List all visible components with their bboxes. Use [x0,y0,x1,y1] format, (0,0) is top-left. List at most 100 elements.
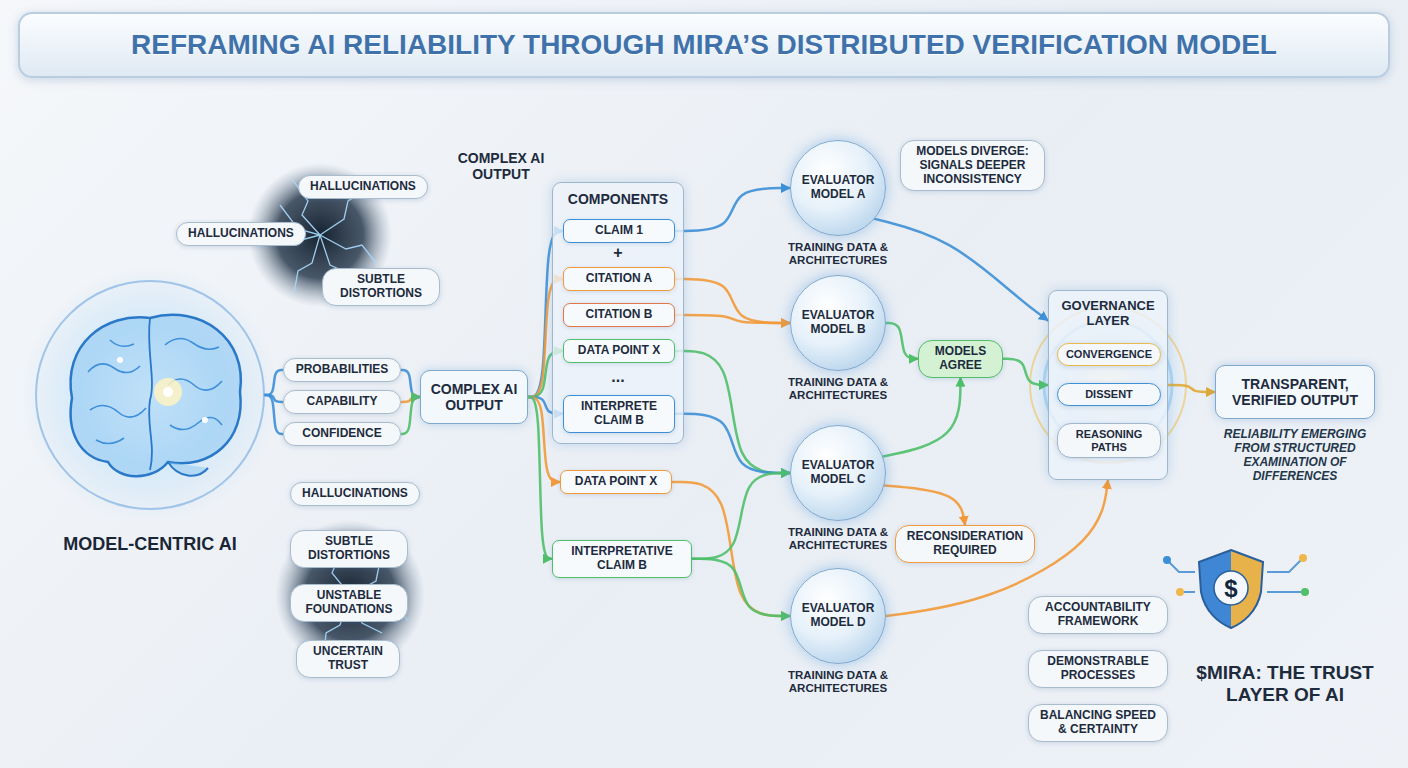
node-text: HALLUCINATIONS [187,227,295,241]
callout-pill: MODELS AGREE [918,340,1003,378]
issue-pill: SUBTLE DISTORTIONS [322,268,440,306]
node-text: EVALUATOR MODEL B [795,309,881,337]
brain-cerebellum [168,462,208,476]
caption-text: TRAINING DATA & ARCHITECTURES [768,526,908,552]
node-text: INTERPRETATIVE CLAIM B [561,545,683,573]
node-text: DISSENT [1064,388,1154,401]
connector [886,323,918,359]
principle-pill: BALANCING SPEED & CERTAINTY [1028,704,1168,742]
component-chip: DATA POINT X [560,470,672,494]
issue-pill: HALLUCINATIONS [290,482,420,506]
node-text: SUBTLE DISTORTIONS [301,535,397,563]
node-text: TRANSPARENT, VERIFIED OUTPUT [1224,376,1366,408]
brand-tagline: $MIRA: THE TRUST LAYER OF AI [1170,662,1400,706]
component-chip: CLAIM 1 [563,219,675,243]
connector [265,370,283,395]
evaluator-circle: EVALUATOR MODEL BTRAINING DATA & ARCHITE… [790,275,886,371]
section-label: COMPLEX AI OUTPUT [455,150,547,182]
node-text: SUBTLE DISTORTIONS [333,273,429,301]
circuit-line [1267,591,1301,593]
issue-pill: HALLUCINATIONS [298,175,428,199]
connector [1003,359,1048,385]
principle-pill: ACCOUNTABILITY FRAMEWORK [1028,596,1168,634]
connector [675,188,790,231]
title-banner: REFRAMING AI RELIABILITY THROUGH MIRA’S … [18,12,1390,78]
caption-text: RELIABILITY EMERGING FROM STRUCTURED EXA… [1205,428,1385,483]
node-text: COMPONENTS [553,191,683,207]
node-text: EVALUATOR MODEL A [795,174,881,202]
governance-panel: GOVERNANCE LAYER CONVERGENCE DISSENT REASON… [1048,290,1168,480]
caption-text: TRAINING DATA & ARCHITECTURES [768,376,908,402]
node-text: HALLUCINATIONS [309,180,417,194]
connector [884,485,965,525]
issue-pill: UNSTABLE FOUNDATIONS [290,584,408,622]
caption-text: MODEL-CENTRIC AI [30,534,270,555]
ellipsis-mark: ... [606,368,630,386]
connector [875,219,1048,321]
component-chip: DATA POINT X [563,339,675,363]
issue-pill: HALLUCINATIONS [176,222,306,246]
circuit-line [1169,562,1195,572]
node-text: HALLUCINATIONS [301,487,409,501]
brain-glow [22,267,278,523]
connector [265,395,283,434]
node-text: MODELS DIVERGE: SIGNALS DEEPER INCONSIST… [911,145,1034,186]
node-text: EVALUATOR MODEL C [795,459,881,487]
issue-pill: UNCERTAIN TRUST [296,640,400,678]
connector [883,378,960,457]
principle-pill: DEMONSTRABLE PROCESSES [1028,650,1168,688]
evaluator-circle: EVALUATOR MODEL ATRAINING DATA & ARCHITE… [790,140,886,236]
brain-drawing [22,267,278,523]
brain-node: MODEL-CENTRIC AI [35,280,265,510]
connector [692,559,790,616]
node-text: RECONSIDERATION REQUIRED [906,530,1024,558]
title-text: REFRAMING AI RELIABILITY THROUGH MIRA’S … [36,14,1372,76]
component-chip: INTERPRETE CLAIM B [563,395,675,433]
brain-spark [117,357,123,363]
node-text: CLAIM 1 [572,224,666,238]
node-text: CITATION A [572,272,666,286]
connector [675,315,790,323]
node-text: INTERPRETE CLAIM B [572,400,666,428]
node-text: UNSTABLE FOUNDATIONS [301,589,397,617]
connector [692,473,790,559]
component-chip: CITATION A [563,267,675,291]
node-text: MODELS AGREE [929,345,992,373]
node-text: CONVERGENCE [1064,348,1154,361]
components-panel: COMPONENTSCLAIM 1CITATION ACITATION BDAT… [552,182,684,444]
brain-midline [149,318,152,470]
brain-spark [202,417,208,423]
connector [675,279,790,323]
connector [675,414,790,473]
component-chip: INTERPRETATIVE CLAIM B [552,540,692,578]
callout-pill: RECONSIDERATION REQUIRED [895,525,1035,563]
connector [401,370,420,397]
node-text: GOVERNANCE LAYER [1049,299,1167,329]
node-text: BALANCING SPEED & CERTAINTY [1039,709,1157,737]
node-text: ACCOUNTABILITY FRAMEWORK [1039,601,1157,629]
plus-sign: + [610,244,626,262]
signal-pill: CONFIDENCE [283,422,401,446]
connector [401,397,420,434]
node-text: CAPABILITY [294,395,390,409]
brain-outline [71,315,241,476]
verified-output-box: TRANSPARENT, VERIFIED OUTPUTRELIABILITY … [1215,365,1375,419]
node-text: DATA POINT X [572,344,666,358]
governance-pill: CONVERGENCE [1057,343,1161,366]
shield-medallion [1214,571,1248,605]
brain-spark [163,387,173,397]
node-text: EVALUATOR MODEL D [795,602,881,630]
circuit-dot [1163,556,1171,564]
signal-pill: CAPABILITY [283,390,401,414]
caption-text: TRAINING DATA & ARCHITECTURES [768,669,908,695]
circuit-dot [1176,588,1184,596]
caption-text: TRAINING DATA & ARCHITECTURES [768,241,908,267]
node-text: UNCERTAIN TRUST [307,645,389,673]
node-text: DEMONSTRABLE PROCESSES [1039,655,1157,683]
node-text: DATA POINT X [569,475,663,489]
node-text: REASONING PATHS [1064,428,1154,453]
shield-emblem: $ [1195,548,1267,630]
